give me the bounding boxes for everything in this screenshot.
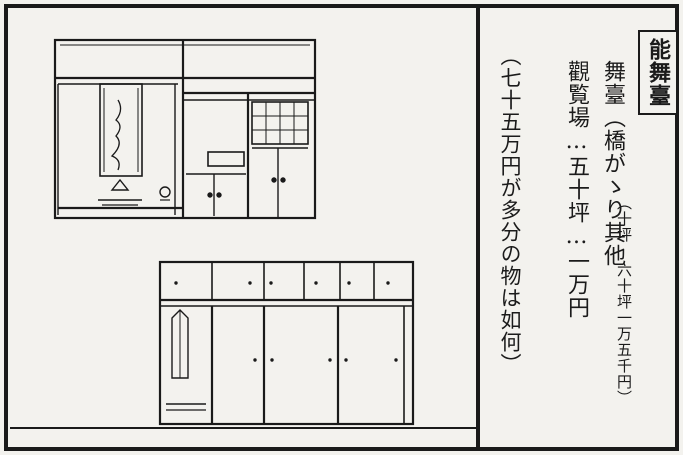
hall-cost-line: 觀覧場…五十坪…一万円 [564,60,589,319]
stage-cost-note: （十坪 六十坪一万五千円） [615,195,633,406]
upper-room-elevation [53,38,317,220]
stage-cost-line: 舞臺（橋がゝり其他 [600,60,625,267]
title-box: 能舞臺 [638,30,678,115]
lower-cabinet-elevation [158,260,415,426]
question-note: （七十五万円が多分の物は如何） [498,45,522,375]
cabinet-handles [174,281,398,362]
outer-frame [4,4,679,451]
